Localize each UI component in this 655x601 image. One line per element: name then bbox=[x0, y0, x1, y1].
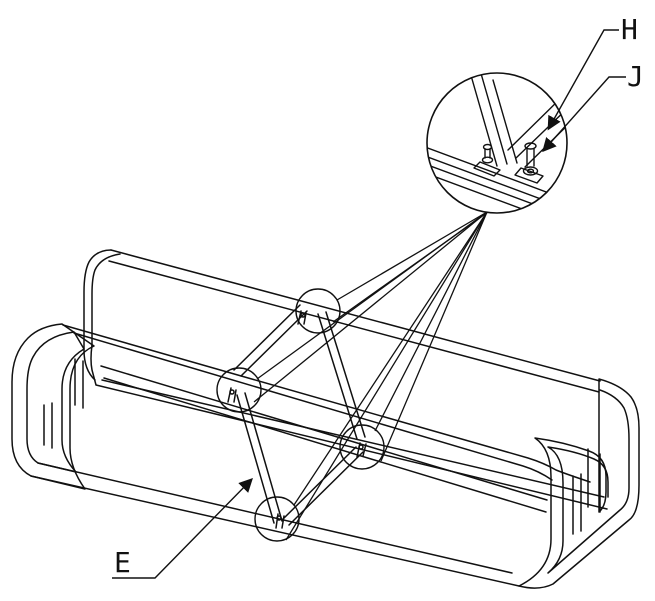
detail-rail-bottom bbox=[427, 172, 567, 213]
hardware-detail-4 bbox=[275, 513, 285, 529]
detail-circle-left bbox=[216, 367, 262, 413]
brace-center-2 bbox=[325, 311, 366, 438]
leader-line-bottom-1 bbox=[293, 211, 488, 506]
top-rail-back-inner bbox=[108, 260, 600, 393]
top-rail-front-inner bbox=[73, 332, 553, 481]
detail-bolt-right bbox=[522, 142, 539, 176]
back-left-frame-inner bbox=[91, 253, 121, 348]
leader-line-right-2 bbox=[380, 211, 488, 462]
detail-markers bbox=[216, 288, 385, 542]
detail-bolt-left bbox=[481, 143, 494, 164]
callout-e-line bbox=[112, 477, 253, 579]
top-rail-front bbox=[62, 324, 591, 483]
magnified-detail bbox=[426, 72, 568, 214]
callouts bbox=[112, 29, 626, 579]
leader-line-bottom-2 bbox=[285, 211, 488, 541]
detail-brace-left-3 bbox=[492, 79, 518, 164]
label-h: H bbox=[621, 13, 638, 46]
brace-bottom-right bbox=[281, 446, 357, 521]
detail-circle-top bbox=[295, 288, 341, 334]
leader-lines bbox=[253, 211, 489, 541]
leader-line-left-2 bbox=[253, 211, 488, 403]
label-j: J bbox=[627, 60, 644, 93]
middle-rail-top bbox=[100, 365, 548, 501]
back-left-frame-outer bbox=[83, 249, 112, 381]
brace-lower-2 bbox=[244, 392, 283, 522]
detail-circle-right bbox=[339, 424, 385, 470]
brace-lower bbox=[236, 394, 275, 524]
leader-line-top-1 bbox=[336, 211, 488, 301]
left-end-outer-frame bbox=[11, 323, 95, 490]
left-end-inner-frame bbox=[26, 331, 85, 473]
detail-rail-mid-2 bbox=[427, 163, 567, 213]
detail-brace-left-1 bbox=[469, 73, 498, 167]
label-e: E bbox=[114, 546, 131, 579]
bottom-rail-back-inner bbox=[101, 379, 605, 498]
bottom-rail-front-inner bbox=[37, 462, 513, 574]
bottom-rail-back bbox=[90, 344, 608, 510]
hardware-detail-3 bbox=[356, 442, 367, 458]
main-frame bbox=[11, 249, 640, 589]
leader-line-right-1 bbox=[374, 211, 488, 432]
callout-j-line bbox=[542, 76, 626, 153]
hardware-detail-2 bbox=[227, 387, 237, 403]
leader-line-left-1 bbox=[256, 211, 488, 380]
brace-upper-left-2 bbox=[240, 310, 308, 377]
right-end-outer-frame bbox=[518, 378, 640, 589]
detail-brace-left-2 bbox=[479, 73, 508, 165]
bottom-rail-front bbox=[30, 475, 520, 587]
brace-upper-left bbox=[233, 304, 301, 371]
detail-plate-left bbox=[473, 161, 501, 177]
right-end-inner-frame bbox=[547, 389, 630, 574]
callout-h-line bbox=[547, 29, 619, 131]
top-rail-back bbox=[110, 249, 601, 382]
middle-rail-bottom bbox=[103, 377, 547, 513]
brace-bottom-right-2 bbox=[288, 451, 364, 526]
